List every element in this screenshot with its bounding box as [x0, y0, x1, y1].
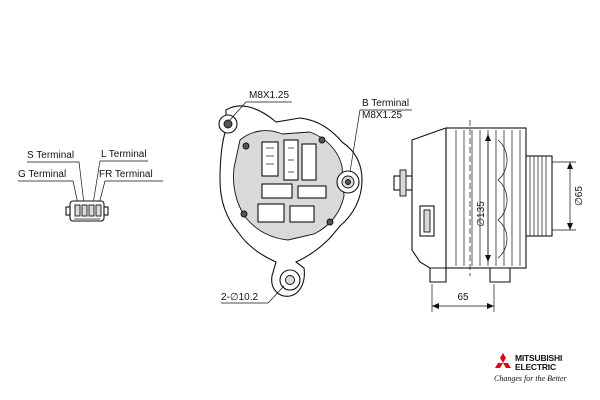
brand-name-line1: MITSUBISHI — [515, 353, 563, 363]
b-terminal-thread-label: M8X1.25 — [362, 110, 402, 121]
body-diameter-dimension: ∅135 — [476, 134, 491, 262]
mount-holes-leader — [221, 285, 285, 304]
side-housing — [445, 127, 527, 269]
length-dimension: 65 — [431, 284, 495, 312]
fr-terminal-leader — [98, 180, 163, 205]
pulley-diameter-label: ∅65 — [574, 186, 585, 206]
fr-terminal-label: FR Terminal — [99, 169, 153, 180]
b-terminal-leader — [349, 109, 412, 173]
s-terminal-label: S Terminal — [27, 150, 74, 161]
top-bolt-leader — [229, 101, 292, 121]
pulley-diameter-dimension: ∅65 — [552, 161, 585, 231]
brand-name-line2: ELECTRIC — [515, 362, 556, 372]
l-terminal-label: L Terminal — [101, 149, 147, 160]
b-terminal-label: B Terminal — [362, 98, 409, 109]
brand-name: MITSUBISHI ELECTRIC — [515, 354, 562, 372]
three-diamonds-icon — [495, 353, 511, 368]
g-terminal-label: G Terminal — [18, 169, 66, 180]
l-terminal-leader — [92, 160, 148, 205]
body-diameter-label: ∅135 — [476, 201, 487, 227]
side-view: ∅65 ∅135 65 — [393, 120, 585, 312]
mitsubishi-electric-logo: MITSUBISHI ELECTRIC Changes for the Bett… — [492, 352, 592, 386]
g-terminal-leader — [18, 180, 79, 205]
top-bolt-thread-label: M8X1.25 — [249, 90, 289, 101]
pulley-grooves — [529, 156, 547, 236]
s-terminal-leader — [27, 161, 85, 205]
mount-holes-label: 2-∅10.2 — [221, 292, 259, 303]
side-cooling-fins — [455, 130, 521, 266]
brand-tagline: Changes for the Better — [494, 374, 567, 383]
front-cooling-slots — [257, 139, 327, 223]
connector-diagram: S Terminal L Terminal G Terminal FR Term… — [18, 149, 163, 222]
connector-icon — [65, 200, 109, 222]
front-view: M8X1.25 B Terminal M8X1.25 2-∅10.2 — [218, 90, 412, 304]
length-label: 65 — [457, 292, 469, 303]
